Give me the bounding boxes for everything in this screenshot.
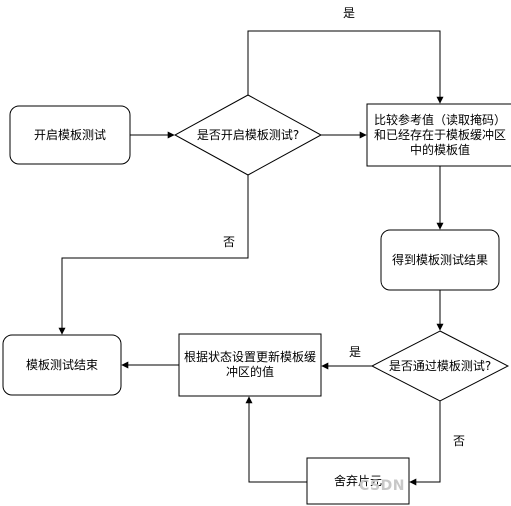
- compare-node-shape: [366, 103, 511, 167]
- arrow-enable-no: [58, 175, 249, 335]
- edge-label-pass-yes: 是: [349, 345, 362, 359]
- start-node-label: 开启模板测试: [33, 127, 106, 142]
- result-node-label: 得到模板测试结果: [391, 252, 488, 267]
- watermark: CSDN: [359, 478, 405, 494]
- arrow-enable-yes: [247, 30, 444, 104]
- decision-pass-label: 是否通过模板测试?: [388, 358, 492, 373]
- arrow-pass-no: [409, 401, 441, 486]
- edge-label-enable-yes: 是: [343, 6, 356, 20]
- arrow-discard-to-update: [245, 396, 307, 483]
- edge-label-enable-no: 否: [223, 235, 236, 249]
- update-node-label: 根据状态设置更新模板缓冲区的值: [183, 350, 316, 379]
- edge-label-pass-no: 否: [453, 434, 466, 448]
- compare-node-label: 比较参考值（读取掩码）和已经存在于模板缓冲区中的模板值: [373, 112, 506, 157]
- discard-node-label: 舍弃片元: [333, 473, 382, 488]
- end-node-shape: [2, 334, 122, 396]
- decision-enable-label: 是否开启模板测试?: [196, 127, 300, 142]
- discard-node-shape: [306, 457, 410, 505]
- end-node-label: 模板测试结束: [25, 357, 98, 372]
- update-node-shape: [178, 333, 322, 397]
